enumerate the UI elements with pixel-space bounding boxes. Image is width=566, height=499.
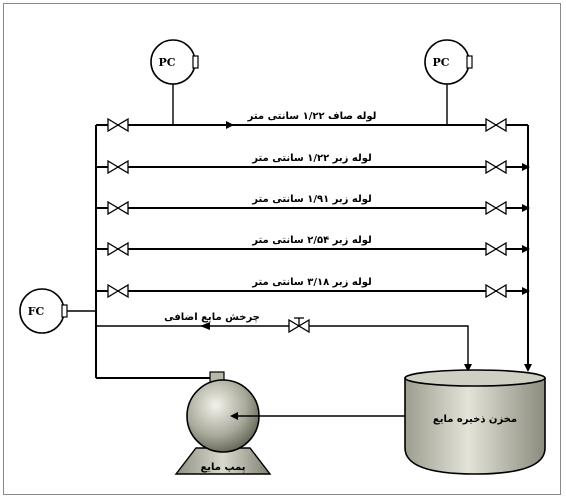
- pipe-row: لوله زبر ۱/۹۱ سانتی متر: [96, 194, 530, 216]
- pipe-row: لوله زبر ۲/۵۴ سانتی متر: [96, 235, 530, 257]
- outlet-valve: [485, 283, 507, 299]
- recycle-label: چرخش مایع اضافی: [164, 312, 260, 323]
- pc-right-label: PC: [432, 56, 449, 69]
- inlet-valve: [107, 241, 129, 257]
- pipe-label: لوله زبر ۲/۵۴ سانتی متر: [251, 235, 372, 246]
- outlet-valve: [485, 117, 507, 133]
- pc-right-instrument: PC: [424, 39, 473, 125]
- recycle-line: چرخش مایع اضافی: [96, 312, 472, 372]
- recycle-valve: [288, 317, 310, 334]
- flow-arrow: [226, 121, 234, 129]
- pipe-row: لوله زبر ۱/۲۲ سانتی متر: [96, 153, 530, 175]
- pump-label: پمپ مایع: [200, 462, 245, 473]
- inlet-valve: [107, 200, 129, 216]
- flow-arrow: [522, 245, 530, 253]
- pipe-rows: لوله صاف ۱/۲۲ سانتی متر لوله زبر ۱/۲۲ سان…: [96, 111, 530, 299]
- flow-arrow: [522, 163, 530, 171]
- tank-label: مخزن ذخیره مایع: [433, 414, 517, 425]
- pipe-label: لوله صاف ۱/۲۲ سانتی متر: [247, 111, 377, 122]
- pipe-label: لوله زبر ۱/۹۱ سانتی متر: [251, 194, 372, 205]
- pump: پمپ مایع: [174, 371, 272, 475]
- fc-instrument: FC: [19, 288, 96, 334]
- fc-label: FC: [28, 305, 45, 318]
- outlet-valve: [485, 159, 507, 175]
- pc-left-label: PC: [158, 56, 175, 69]
- inlet-valve: [107, 283, 129, 299]
- inlet-valve: [107, 159, 129, 175]
- outlet-valve: [485, 200, 507, 216]
- pipe-label: لوله زبر ۱/۲۲ سانتی متر: [251, 153, 372, 164]
- storage-tank: مخزن ذخیره مایع: [404, 369, 546, 475]
- flow-arrow: [522, 204, 530, 212]
- pipe-row: لوله صاف ۱/۲۲ سانتی متر: [96, 111, 528, 133]
- inlet-valve: [107, 117, 129, 133]
- outlet-valve: [485, 241, 507, 257]
- pipe-row: لوله زبر ۳/۱۸ سانتی متر: [96, 277, 530, 299]
- pc-left-instrument: PC: [150, 39, 199, 125]
- flow-arrow: [522, 287, 530, 295]
- pipe-label: لوله زبر ۳/۱۸ سانتی متر: [251, 277, 372, 288]
